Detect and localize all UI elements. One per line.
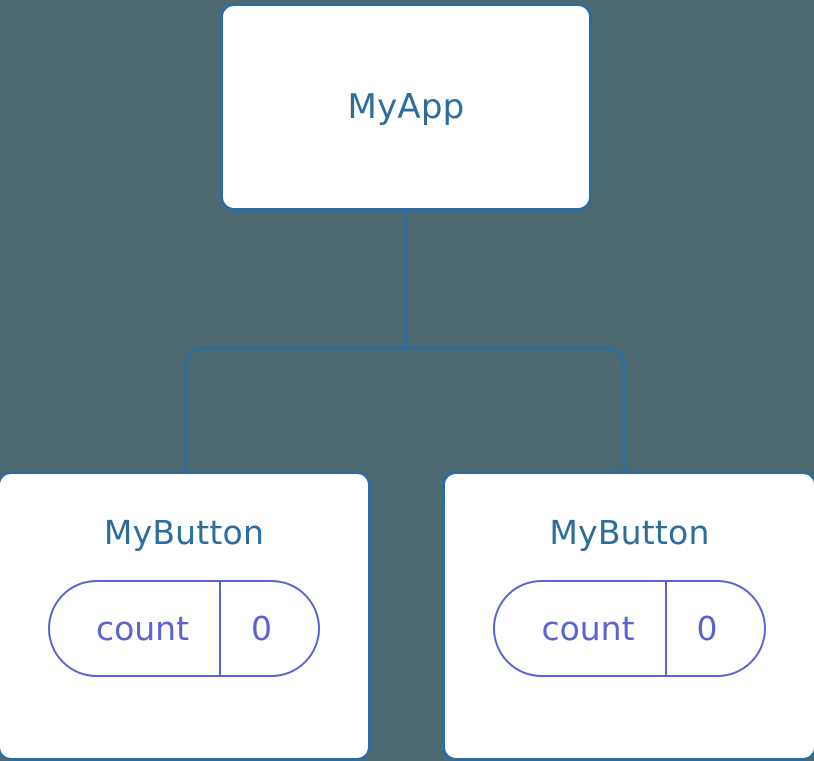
node-mybutton-2-label: MyButton [549,513,710,552]
state-pill-key-1: count [50,582,222,675]
connector-bus [184,346,626,473]
state-pill-count-1[interactable]: count 0 [47,580,321,677]
node-mybutton-1-label: MyButton [103,513,265,552]
node-mybutton-1[interactable]: MyButton count 0 [0,471,371,761]
node-mybutton-2[interactable]: MyButton count 0 [442,471,814,761]
state-pill-count-2[interactable]: count 0 [493,580,766,677]
state-pill-value-2: 0 [696,609,718,648]
state-pill-value-1: 0 [251,609,273,648]
node-myapp-label: MyApp [347,87,465,127]
node-myapp[interactable]: MyApp [220,3,592,211]
diagram-canvas: MyApp MyButton count 0 MyButton count 0 [0,3,814,761]
state-pill-key-2: count [495,582,667,675]
